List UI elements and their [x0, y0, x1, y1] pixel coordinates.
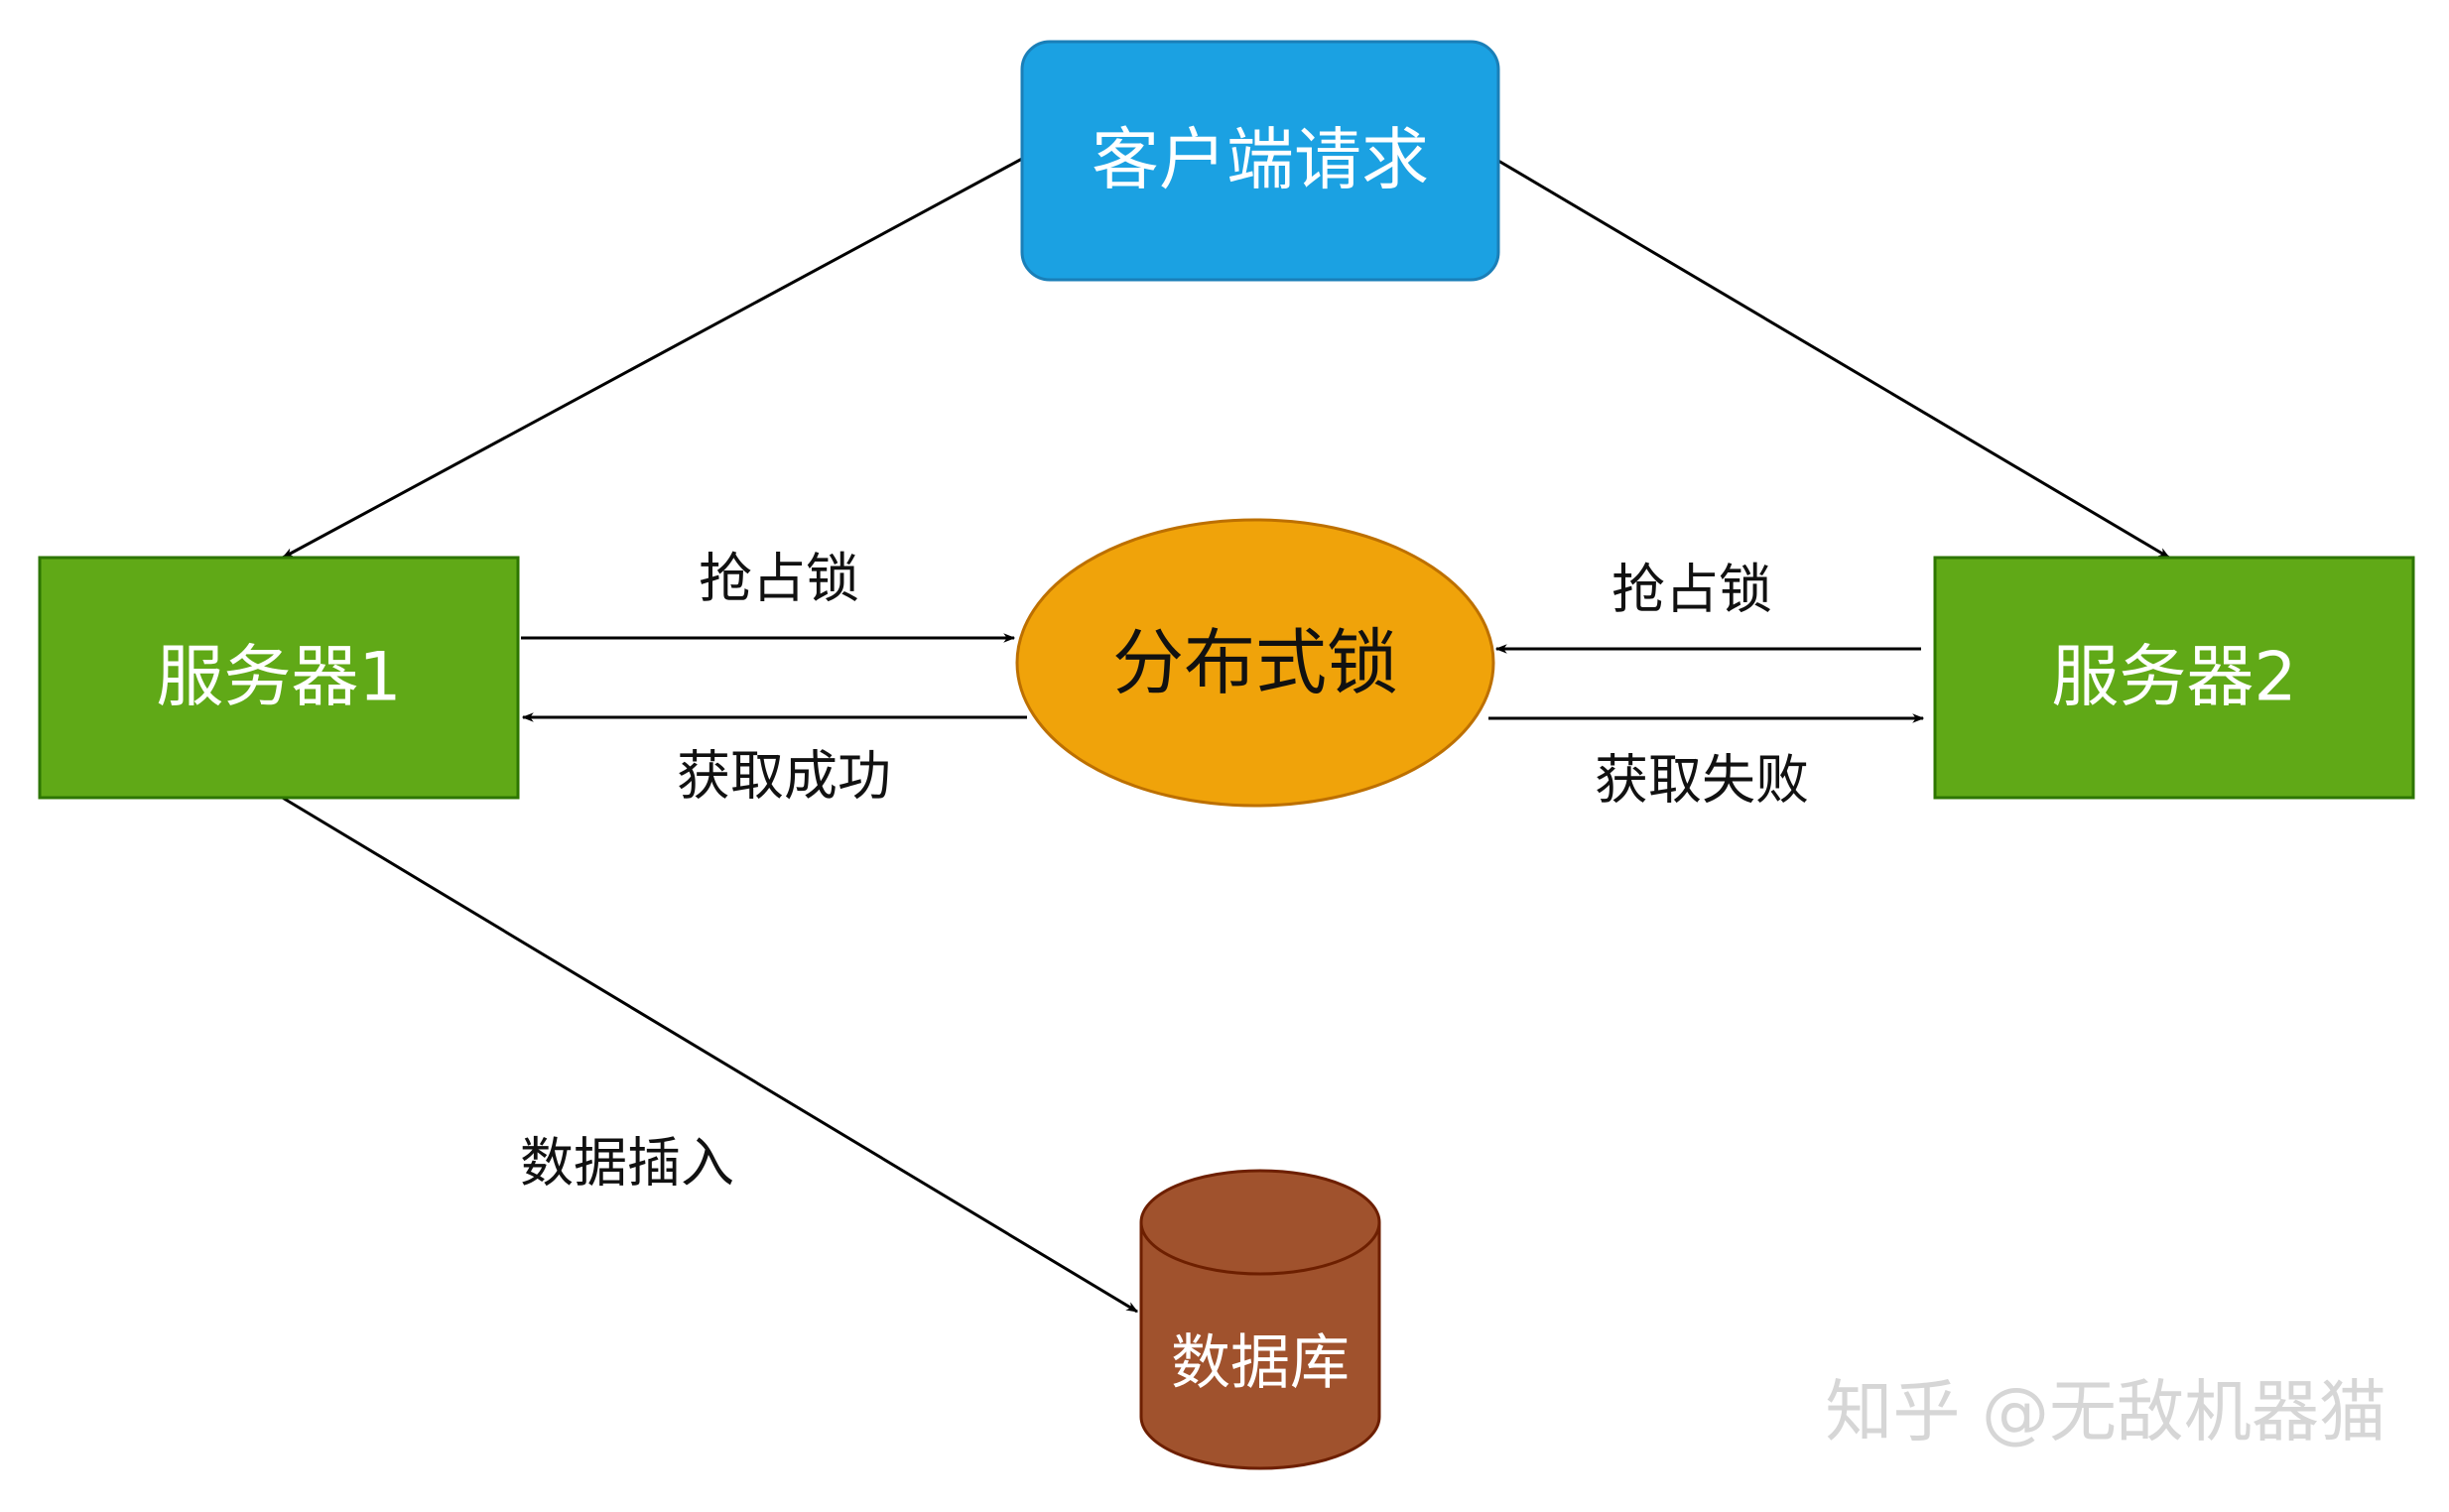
database-node: 数据库	[1139, 1169, 1381, 1470]
distributed-lock-label: 分布式锁	[1112, 621, 1398, 704]
server1-node: 服务器1	[38, 556, 520, 800]
server1-label: 服务器1	[156, 639, 401, 717]
server2-node: 服务器2	[1933, 556, 2415, 800]
watermark-text: 知乎 @无敌机器猫	[1825, 1374, 2386, 1452]
server1-grab-lock-label: 抢占锁	[699, 548, 859, 610]
server2-grab-lock-label: 抢占锁	[1611, 559, 1772, 621]
server1-success-label: 获取成功	[677, 745, 891, 808]
data-insert-label: 数据插入	[520, 1132, 734, 1195]
distributed-lock-node: 分布式锁	[1015, 518, 1495, 808]
client-request-label: 客户端请求	[1092, 122, 1429, 200]
edge-client-to-server2	[1497, 159, 2171, 560]
edge-server1-to-database	[280, 795, 1139, 1314]
server2-fail-label: 获取失败	[1595, 749, 1809, 812]
server2-label: 服务器2	[2051, 639, 2296, 717]
edge-client-to-server1	[281, 157, 1023, 560]
client-request-node: 客户端请求	[1020, 40, 1500, 282]
database-label: 数据库	[1171, 1328, 1350, 1398]
